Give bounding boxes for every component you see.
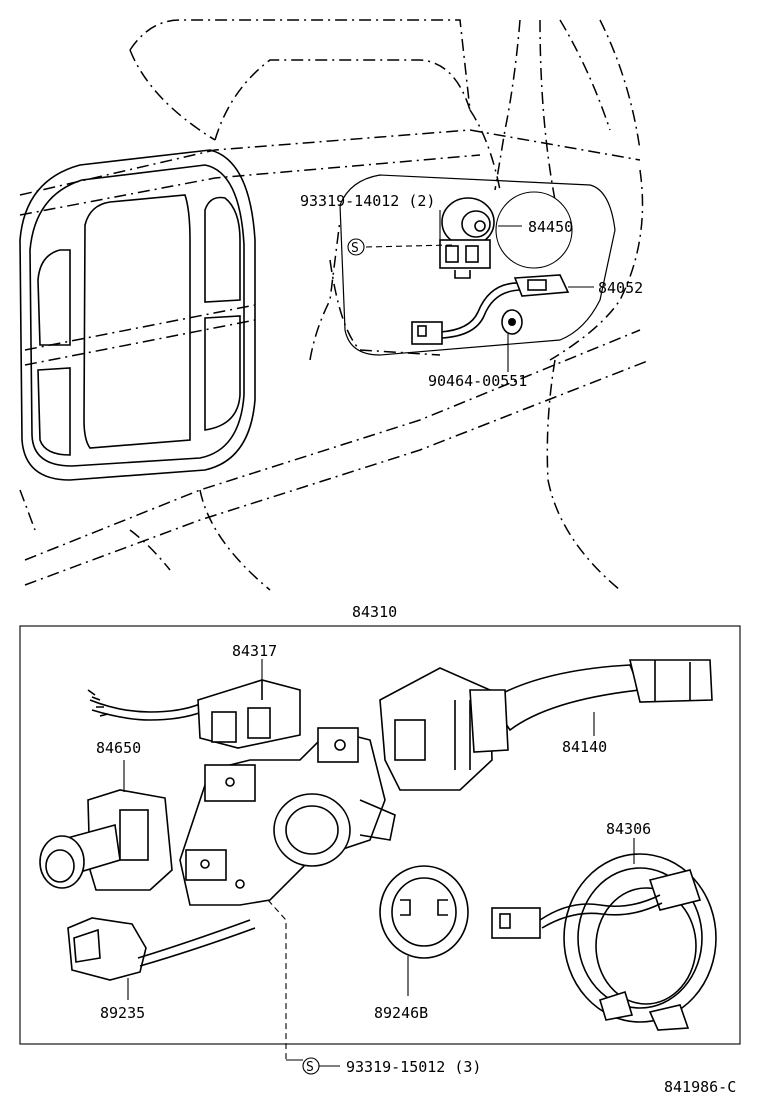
label-84450: 84450 <box>528 218 573 236</box>
upper-leaders <box>365 210 594 372</box>
label-93319-14012: 93319-14012 (2) <box>300 192 435 210</box>
label-93319-15012: 93319-15012 (3) <box>346 1058 481 1076</box>
harness-part <box>411 274 570 345</box>
label-89246B: 89246B <box>374 1004 428 1022</box>
assembly-frame <box>19 625 741 1045</box>
screw-leader <box>267 899 287 1060</box>
label-84140: 84140 <box>562 738 607 756</box>
switch-housing-part <box>179 727 396 906</box>
screw-symbol-icon <box>347 238 365 256</box>
sub-switch-part <box>87 679 301 749</box>
relay-part <box>67 917 256 981</box>
dashboard-outline <box>19 19 651 591</box>
label-84310: 84310 <box>352 603 397 621</box>
label-84650: 84650 <box>96 739 141 757</box>
label-90464-00551: 90464-00551 <box>428 372 527 390</box>
label-89235: 89235 <box>100 1004 145 1022</box>
light-switch-part <box>39 789 173 891</box>
label-84306: 84306 <box>606 820 651 838</box>
ignition-switch-part <box>439 191 573 279</box>
spiral-cable-part <box>491 853 717 1031</box>
figure-code: 841986-C <box>664 1078 736 1096</box>
screw-symbol-lower-label: S <box>306 1060 314 1075</box>
label-84052: 84052 <box>598 279 643 297</box>
retainer-part <box>379 865 469 959</box>
label-84317: 84317 <box>232 642 277 660</box>
turn-lever-part <box>379 659 713 791</box>
screw-symbol-label: S <box>351 241 359 256</box>
